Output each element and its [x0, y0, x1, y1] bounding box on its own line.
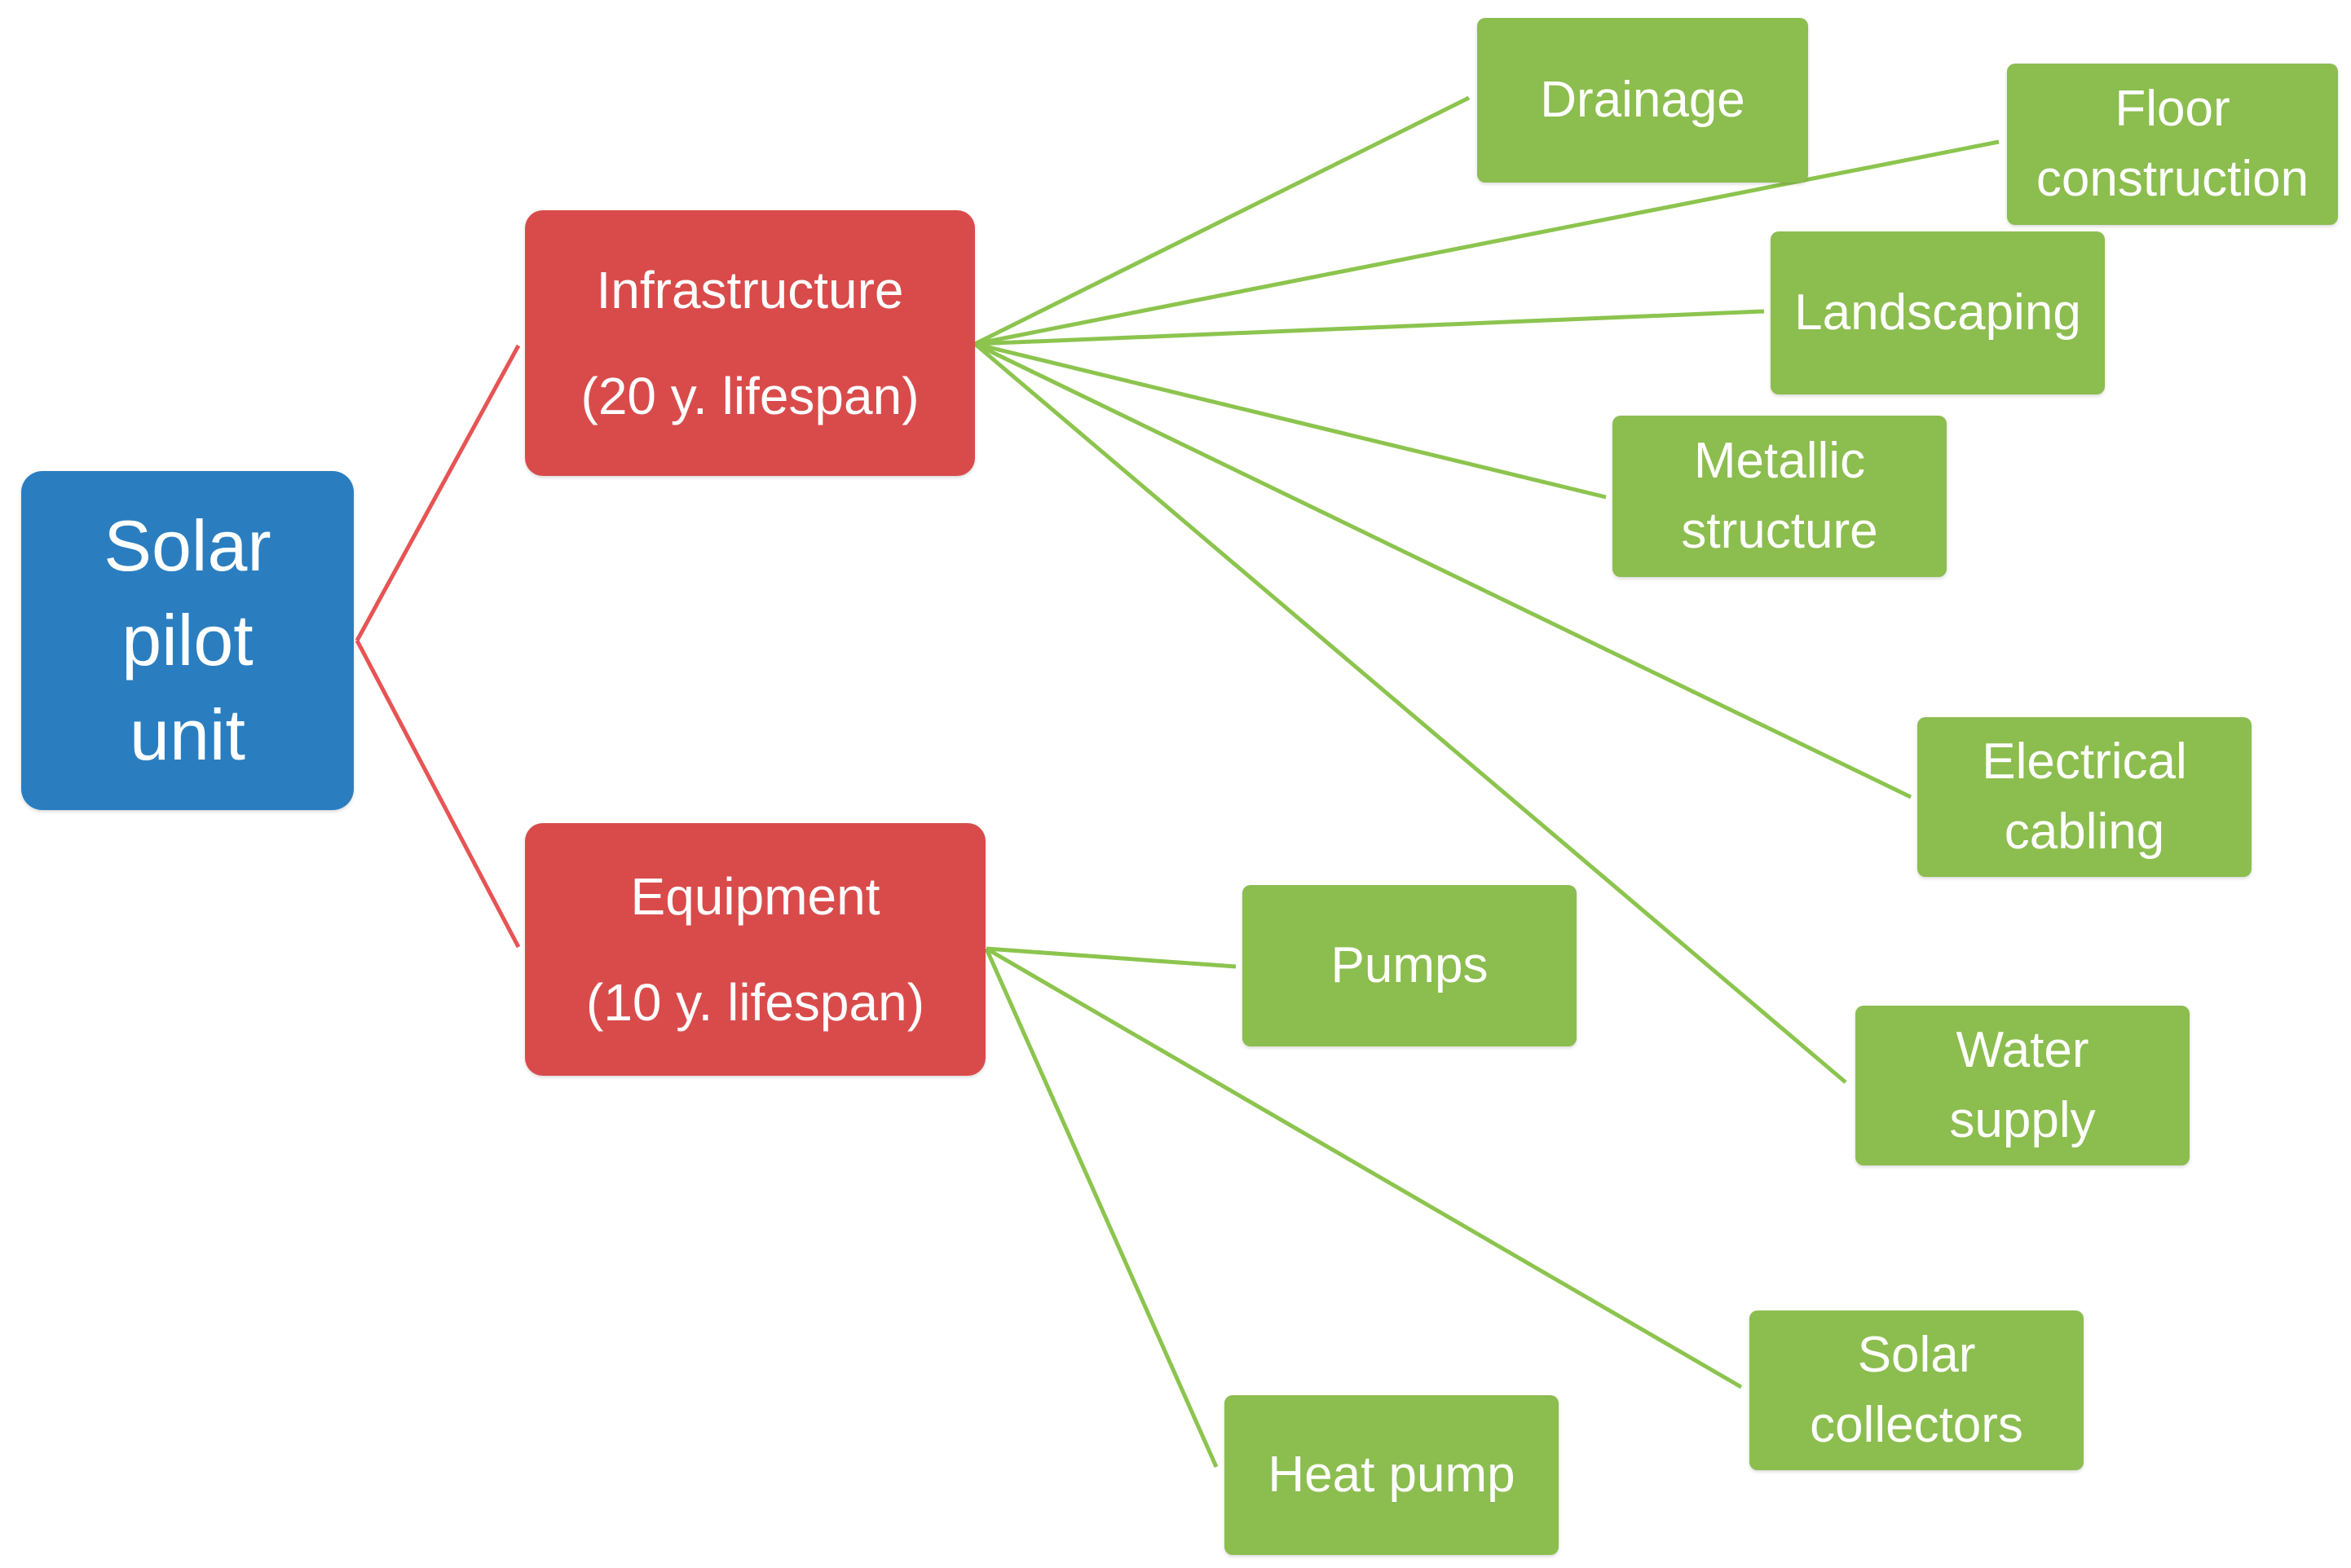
- node-electrical-cabling: Electrical cabling: [1917, 717, 2252, 877]
- node-water-supply: Water supply: [1855, 1006, 2190, 1165]
- connector-infrastructure-drainage: [973, 95, 1471, 346]
- node-pumps: Pumps: [1242, 885, 1577, 1046]
- connector-root-equipment: [355, 639, 521, 949]
- connector-infrastructure-landscaping: [974, 309, 1765, 346]
- node-equipment: Equipment (10 y. lifespan): [525, 823, 986, 1076]
- connector-infrastructure-floor-construction: [974, 139, 2000, 346]
- node-landscaping: Landscaping: [1771, 231, 2105, 394]
- node-heat-pump: Heat pump: [1224, 1395, 1559, 1555]
- node-solar-collectors: Solar collectors: [1749, 1310, 2084, 1470]
- node-floor-construction: Floor construction: [2007, 64, 2338, 225]
- connector-equipment-pumps: [986, 946, 1237, 969]
- connector-root-infrastructure: [355, 344, 521, 642]
- node-drainage: Drainage: [1477, 18, 1808, 183]
- connector-infrastructure-electrical-cabling: [973, 341, 1912, 799]
- node-solar-pilot-unit: Solar pilot unit: [21, 471, 354, 810]
- connector-equipment-solar-collectors: [985, 946, 1743, 1390]
- connector-infrastructure-water-supply: [973, 342, 1847, 1084]
- connector-equipment-heat-pump: [984, 947, 1219, 1469]
- node-metallic-structure: Metallic structure: [1612, 416, 1947, 577]
- connector-infrastructure-metallic-structure: [974, 341, 1607, 500]
- node-infrastructure: Infrastructure (20 y. lifespan): [525, 210, 975, 476]
